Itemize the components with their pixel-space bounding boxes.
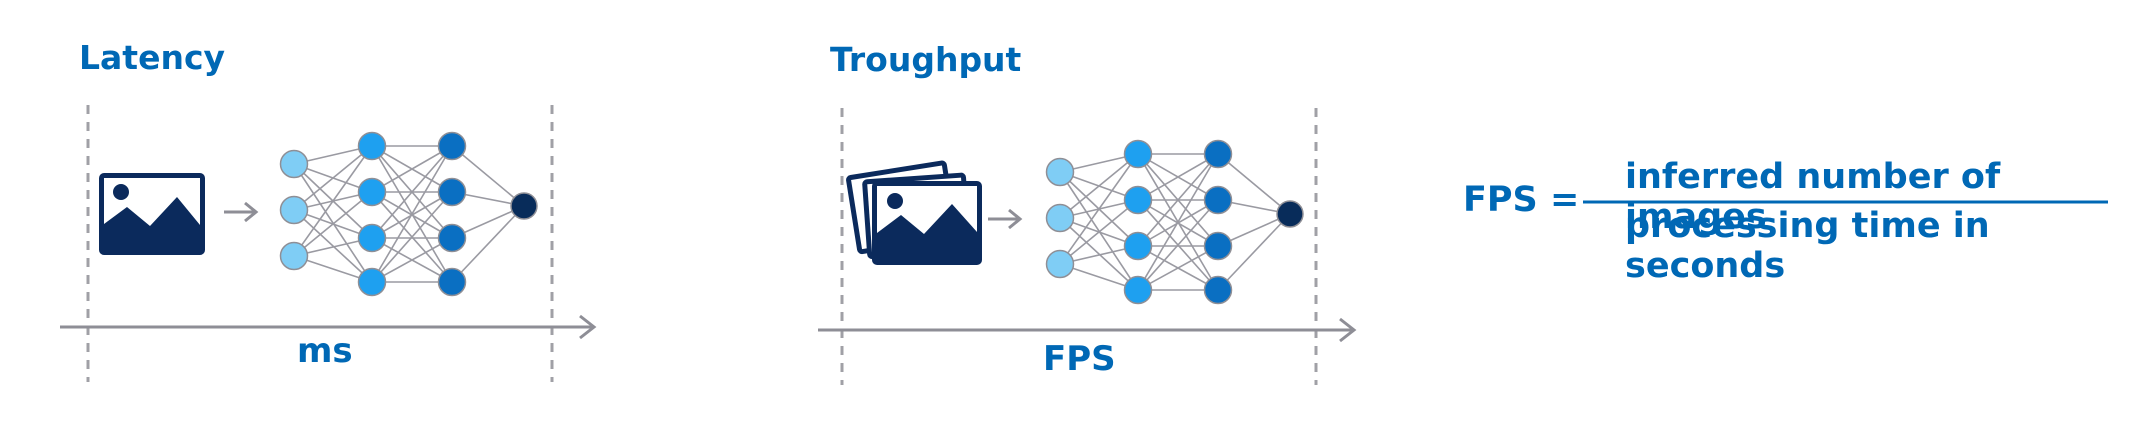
fps-formula-denominator: processing time in seconds (1625, 206, 1990, 286)
network-edge (371, 145, 453, 239)
network-node (437, 223, 467, 253)
latency-unit-label: ms (297, 331, 353, 371)
network-edge (371, 145, 453, 283)
network-node (437, 177, 467, 207)
network-edge (293, 209, 373, 283)
network-edge (1137, 199, 1219, 291)
network-node (357, 223, 387, 253)
neural-network-icon (1045, 139, 1304, 305)
network-edge (1217, 213, 1291, 291)
network-edge (451, 145, 525, 207)
fps-formula-numerator: inferred number of images (1625, 157, 2001, 237)
network-node (1123, 185, 1153, 215)
network-node (1045, 203, 1075, 233)
latency-panel (60, 105, 597, 382)
network-node (1123, 275, 1153, 305)
network-node (1203, 275, 1233, 305)
network-node (1203, 139, 1233, 169)
network-edge (371, 191, 453, 283)
network-node (1123, 139, 1153, 169)
network-edge (1059, 153, 1139, 219)
throughput-time-axis (818, 317, 1357, 343)
latency-time-axis (60, 314, 597, 340)
network-edge (293, 145, 373, 257)
network-node (279, 195, 309, 225)
network-node (437, 131, 467, 161)
fps-formula-lhs: FPS = (1463, 180, 1580, 220)
network-edge (371, 237, 453, 283)
network-edge (1137, 153, 1219, 247)
network-edge (1059, 217, 1139, 291)
network-node (1045, 249, 1075, 279)
network-node (357, 177, 387, 207)
network-edge (1217, 153, 1291, 215)
single-image-icon (99, 173, 205, 255)
network-node (1203, 231, 1233, 261)
network-node (1123, 231, 1153, 261)
network-node (1203, 185, 1233, 215)
network-edge (451, 205, 525, 283)
network-node (437, 267, 467, 297)
network-edge (1059, 199, 1139, 265)
network-node (1045, 157, 1075, 187)
neural-network-icon (279, 131, 538, 297)
network-edge (293, 191, 373, 257)
network-node (279, 149, 309, 179)
network-node (357, 131, 387, 161)
network-edge (293, 145, 373, 211)
arrow-right-icon (988, 208, 1023, 230)
throughput-title: Troughput (830, 40, 1022, 79)
network-edge (1137, 153, 1219, 291)
throughput-panel (818, 108, 1357, 385)
throughput-unit-label: FPS (1043, 339, 1116, 379)
latency-title: Latency (79, 38, 226, 77)
network-edge (1059, 153, 1139, 265)
network-edge (1137, 153, 1219, 201)
network-node (1276, 200, 1304, 228)
network-edge (1137, 245, 1219, 291)
network-node (357, 267, 387, 297)
image-stack-icon (846, 160, 982, 265)
network-node (510, 192, 538, 220)
network-edge (371, 145, 453, 193)
network-node (279, 241, 309, 271)
arrow-right-icon (224, 201, 259, 223)
